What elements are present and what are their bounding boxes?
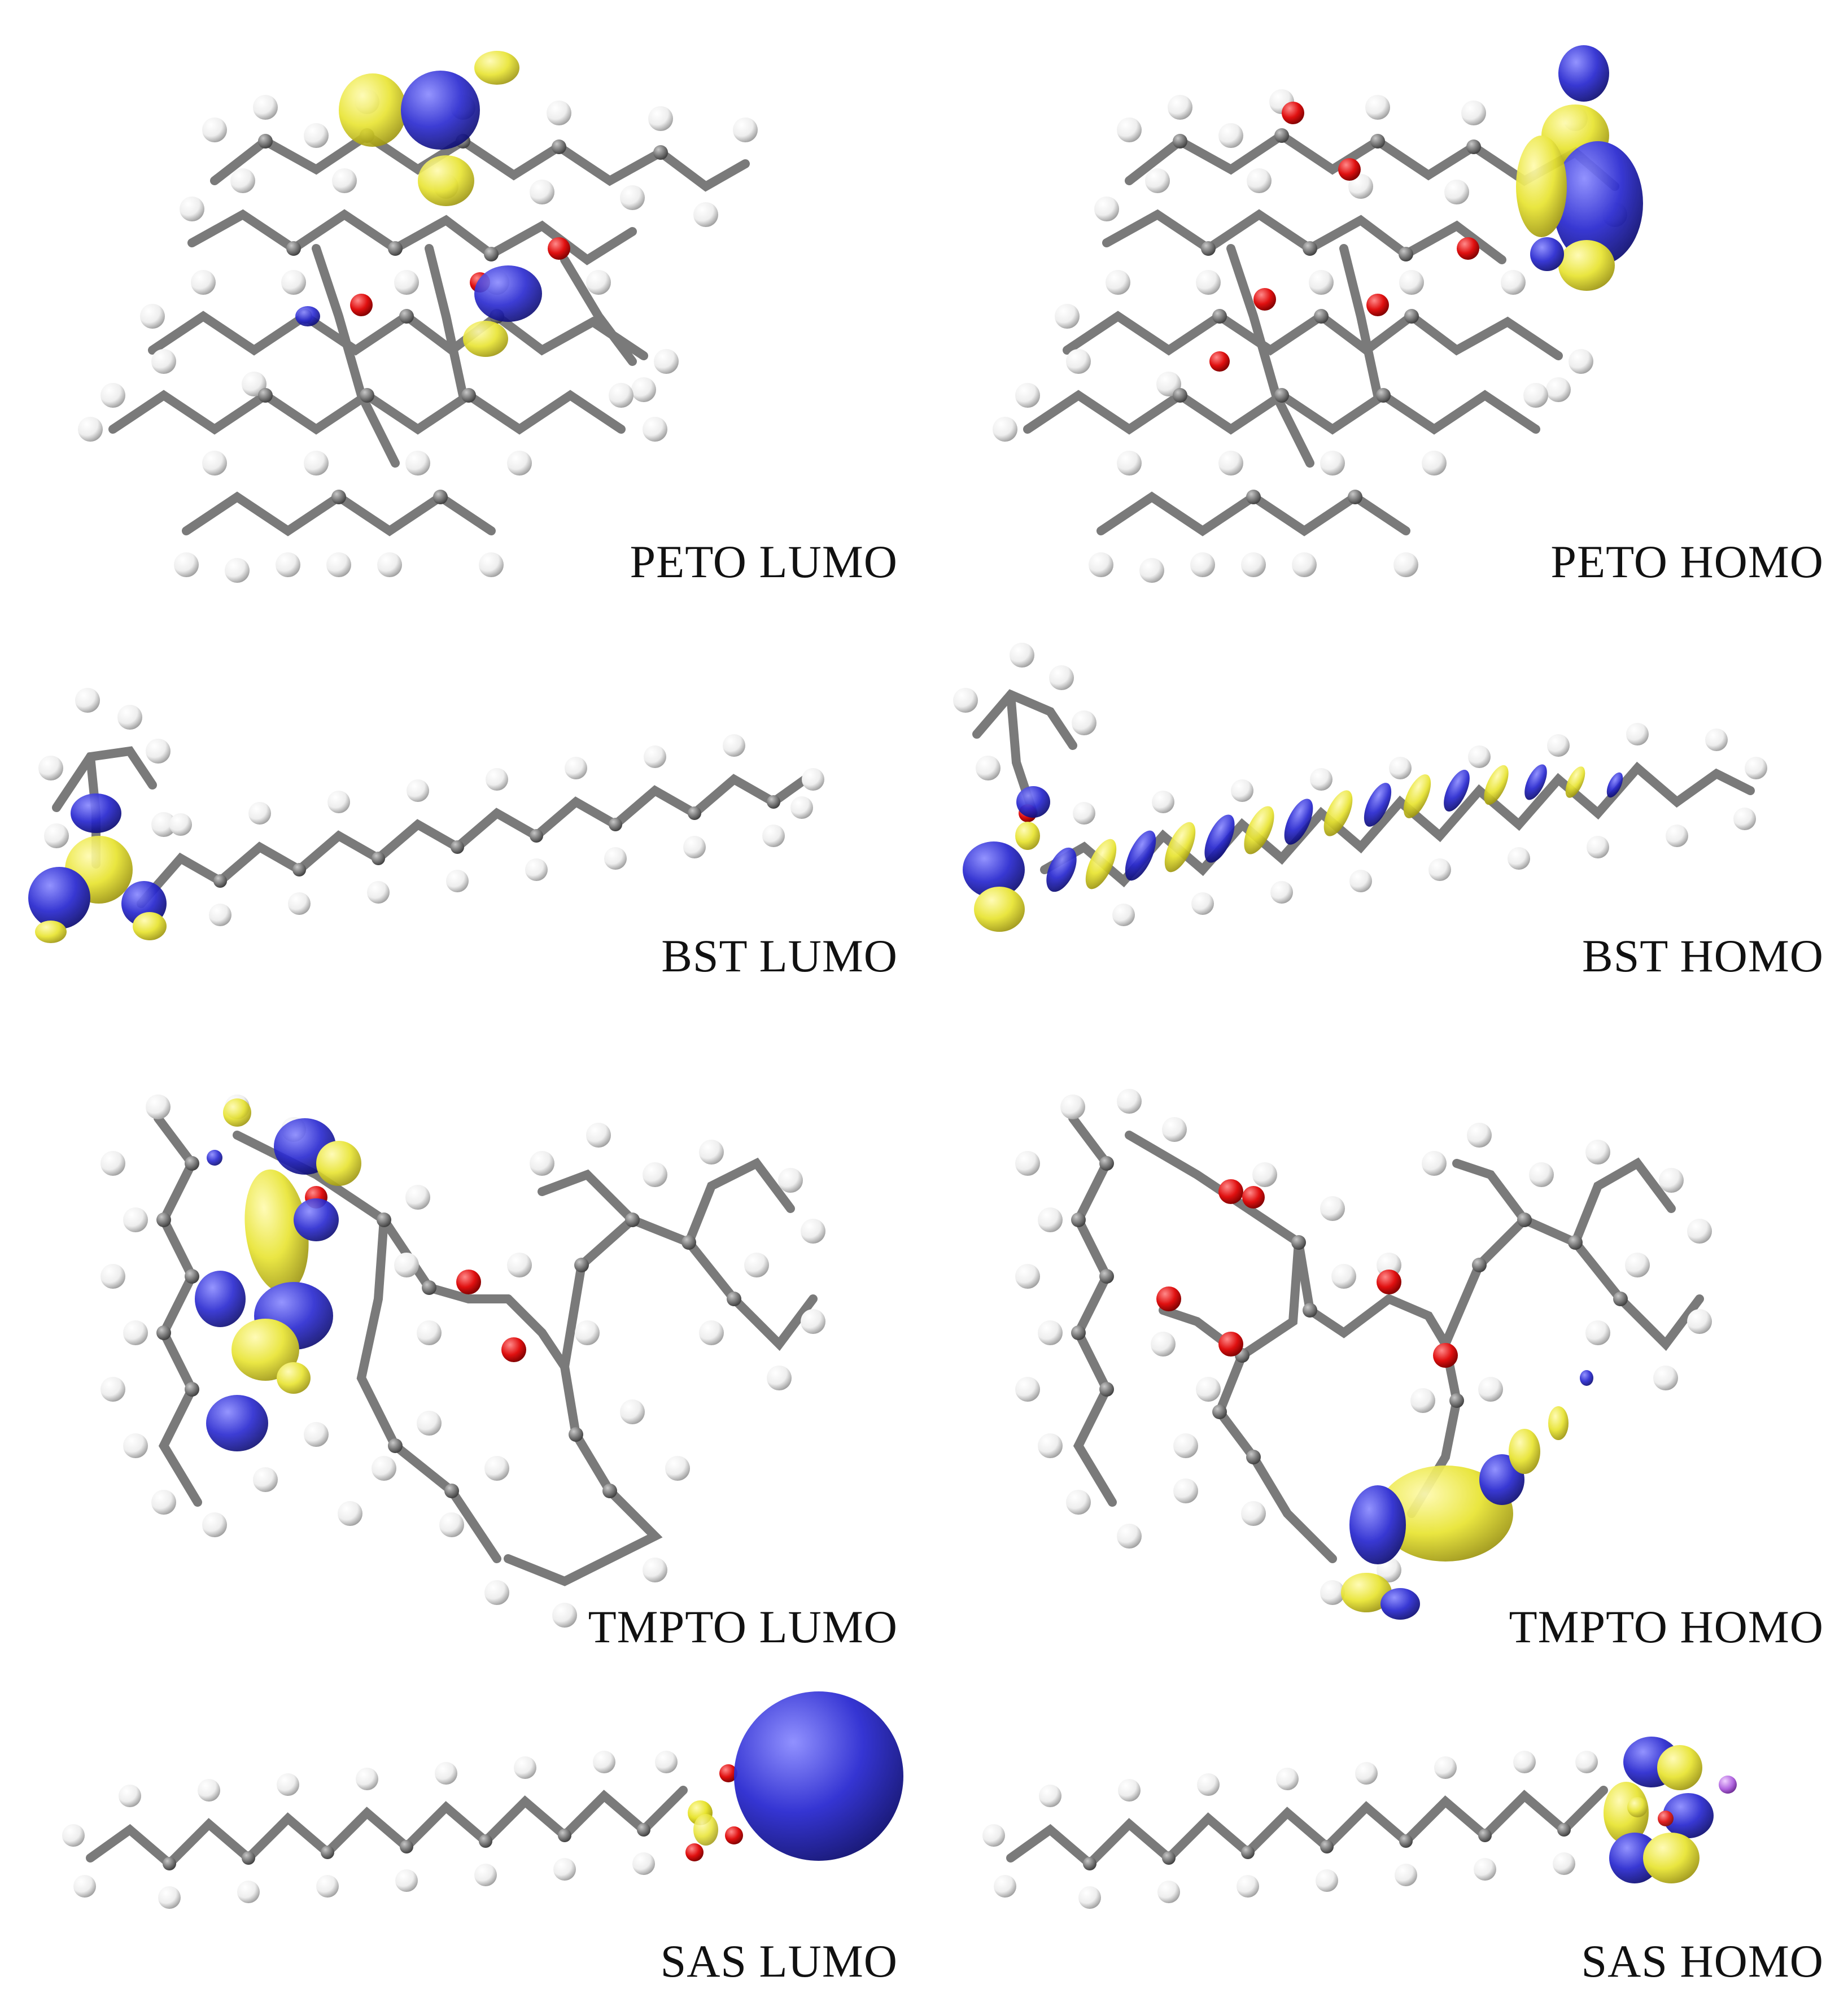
peto-homo-orbital-lobes <box>1516 45 1643 291</box>
sas-lumo-molecule <box>86 1786 688 1870</box>
sas-homo-molecule <box>1006 1786 1608 1870</box>
tmpto-lumo-carbons <box>156 1156 741 1498</box>
bst-homo-orbital-lobes <box>963 764 1623 932</box>
bst-lumo-orbital-lobes <box>28 793 167 943</box>
sas-lumo-hydrogens <box>62 1751 678 1909</box>
peto-homo-oxygens <box>1209 102 1479 372</box>
sas-homo-label: SAS HOMO <box>1581 1935 1824 1987</box>
sas-homo-orbital-lobes <box>1604 1737 1714 1883</box>
tmpto-lumo-orbital-lobes <box>195 1098 361 1451</box>
panel-peto-homo: PETO HOMO <box>993 45 1824 587</box>
sas-homo-carbons <box>1083 1823 1571 1870</box>
peto-homo-label: PETO HOMO <box>1550 536 1824 587</box>
tmpto-homo-label: TMPTO HOMO <box>1509 1601 1824 1652</box>
tmpto-lumo-label: TMPTO LUMO <box>588 1601 898 1652</box>
peto-homo-hydrogens <box>993 89 1627 583</box>
bst-homo-label: BST HOMO <box>1582 930 1824 982</box>
panel-bst-homo: BST HOMO <box>953 643 1824 982</box>
bst-lumo-hydrogens <box>38 688 824 926</box>
sas-lumo-orbital-lobes <box>734 1691 903 1861</box>
panel-bst-lumo: BST LUMO <box>28 688 898 982</box>
panel-tmpto-lumo: TMPTO LUMO <box>101 1094 898 1652</box>
panel-sas-lumo: SAS LUMO <box>62 1691 903 1987</box>
sas-homo-sodium-ion <box>1719 1776 1737 1794</box>
bst-lumo-label: BST LUMO <box>661 930 898 982</box>
peto-homo-carbons <box>1173 128 1481 504</box>
panel-peto-lumo: PETO LUMO <box>78 51 898 587</box>
sas-lumo-sulfonate <box>685 1764 743 1861</box>
peto-lumo-orbital-lobes <box>295 51 542 357</box>
panel-tmpto-homo: TMPTO HOMO <box>1015 1089 1824 1652</box>
sas-homo-hydrogens <box>982 1751 1598 1909</box>
tmpto-homo-oxygens <box>1156 1179 1458 1368</box>
bst-lumo-carbons <box>213 795 780 888</box>
tmpto-lumo-hydrogens <box>101 1094 825 1628</box>
bst-homo-hydrogens <box>953 643 1767 926</box>
sas-lumo-carbons <box>163 1823 650 1870</box>
sas-lumo-label: SAS LUMO <box>661 1935 898 1987</box>
tmpto-homo-carbons <box>1071 1156 1628 1464</box>
panel-sas-homo: SAS HOMO <box>982 1737 1824 1987</box>
tmpto-homo-orbital-lobes <box>1341 1370 1593 1620</box>
tmpto-homo-hydrogens <box>1015 1089 1712 1605</box>
peto-lumo-label: PETO LUMO <box>630 536 898 587</box>
